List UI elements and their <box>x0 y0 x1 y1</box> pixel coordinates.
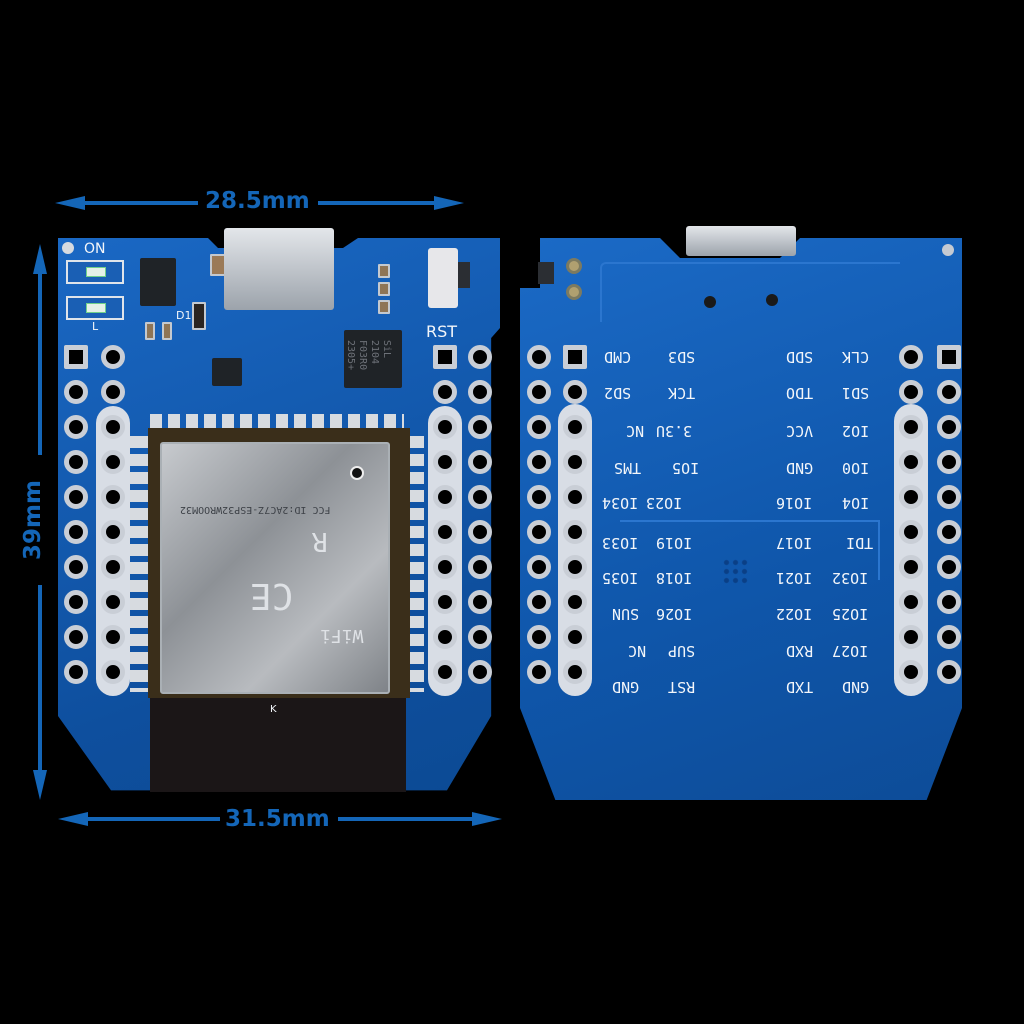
pin-label: TCK <box>668 384 696 402</box>
pin-label: IO27 <box>832 642 869 660</box>
transistor-ic <box>212 358 242 386</box>
diode <box>192 302 206 330</box>
pin-label: CMD <box>604 348 632 366</box>
test-pad <box>566 258 582 274</box>
resistor <box>378 300 390 314</box>
arrow-left-icon <box>58 812 88 826</box>
usb-uart-chip-cp2104 <box>344 330 402 388</box>
micro-usb-port-back <box>686 226 796 256</box>
pin-label: IO2 <box>842 422 870 440</box>
reset-button[interactable] <box>428 248 458 308</box>
pin-label: IO5 <box>672 459 700 477</box>
dimension-label-top-width: 28.5mm <box>205 188 310 214</box>
pin-label: IO19 <box>656 534 693 552</box>
reset-label: RST <box>426 322 458 341</box>
power-led <box>66 260 124 284</box>
arrow-up-icon <box>33 244 47 274</box>
antenna-mark: K <box>270 704 277 715</box>
pin-label: IO34 <box>602 494 639 512</box>
pin-label: IO35 <box>602 569 639 587</box>
pin1-marker <box>350 466 364 480</box>
capacitor <box>162 322 172 340</box>
pin-label: IO25 <box>832 605 869 623</box>
dimension-label-bottom-width: 31.5mm <box>225 806 330 832</box>
test-pad <box>566 284 582 300</box>
pin-label: IO18 <box>656 569 693 587</box>
pin-label: TDO <box>786 384 814 402</box>
mounting-dot <box>942 244 954 256</box>
pcb-trace <box>600 262 900 322</box>
pin-label: IO16 <box>776 494 813 512</box>
certification-mark: R <box>312 526 328 556</box>
via-large <box>704 296 716 308</box>
pin-label: IO26 <box>656 605 693 623</box>
dimension-label-height: 39mm <box>19 480 46 560</box>
pin-label: TXD <box>786 678 814 696</box>
via-grid <box>722 558 748 584</box>
dimension-line <box>85 817 220 821</box>
reset-button-actuator[interactable] <box>458 262 470 288</box>
arrow-down-icon <box>33 770 47 800</box>
pcb-antenna <box>150 698 406 792</box>
pin-label: IO4 <box>842 494 870 512</box>
pin-label: 3.3U <box>656 422 693 440</box>
reset-button-actuator-back <box>538 262 554 284</box>
status-led <box>66 296 124 320</box>
arrow-right-icon <box>472 812 502 826</box>
resistor <box>378 264 390 278</box>
pin-label: IO17 <box>776 534 813 552</box>
pin-label: SDD <box>786 348 814 366</box>
pcb-trace <box>620 520 880 580</box>
header-strip-back-right <box>894 404 928 696</box>
pin-label: IO32 <box>832 569 869 587</box>
wifi-logo: WiFi <box>320 625 364 646</box>
arrow-left-icon <box>55 196 85 210</box>
pin-label: IO0 <box>842 459 870 477</box>
pin-label: SUN <box>612 605 640 623</box>
pin-label: GND <box>612 678 640 696</box>
pin-label: GND <box>842 678 870 696</box>
ce-mark: CE <box>250 575 294 616</box>
diode-label: D1 <box>176 309 192 322</box>
dimension-line <box>38 585 42 775</box>
pin-label: TDI <box>846 534 874 552</box>
pin-label: TMS <box>614 459 642 477</box>
power-led-label: ON <box>84 241 106 257</box>
arrow-right-icon <box>434 196 464 210</box>
resistor <box>378 282 390 296</box>
pin-label: RXD <box>786 642 814 660</box>
board-back <box>520 238 962 800</box>
esp32-wroom-module-shield <box>160 442 390 694</box>
via-large <box>766 294 778 306</box>
pin-label: VCC <box>786 422 814 440</box>
capacitor <box>145 322 155 340</box>
pin-label: NC <box>626 422 645 440</box>
pin-label: SD1 <box>842 384 870 402</box>
module-pads-left <box>130 436 148 692</box>
pin-label: SD2 <box>604 384 632 402</box>
pin-label: SUP <box>668 642 696 660</box>
voltage-regulator <box>140 258 176 306</box>
module-pads-right <box>406 436 424 692</box>
dimension-line <box>318 201 436 205</box>
fcc-id-text: FCC ID:2AC7Z-ESP32WROOM32 <box>180 504 331 515</box>
pin-label: GND <box>786 459 814 477</box>
header-strip-back-left <box>558 404 592 696</box>
pin-label: CLK <box>842 348 870 366</box>
micro-usb-port[interactable] <box>224 228 334 310</box>
pin-label: IO23 <box>646 494 683 512</box>
pin-label: NC <box>628 642 647 660</box>
pin-label: IO21 <box>776 569 813 587</box>
led-label: L <box>92 320 99 333</box>
module-pads-top <box>150 414 404 432</box>
mounting-dot <box>62 242 74 254</box>
pin-label: RST <box>668 678 696 696</box>
dimension-line <box>338 817 473 821</box>
pin-label: IO33 <box>602 534 639 552</box>
pin-label: SD3 <box>668 348 696 366</box>
dimension-line <box>80 201 198 205</box>
dimension-line <box>38 270 42 455</box>
pin-label: IO22 <box>776 605 813 623</box>
